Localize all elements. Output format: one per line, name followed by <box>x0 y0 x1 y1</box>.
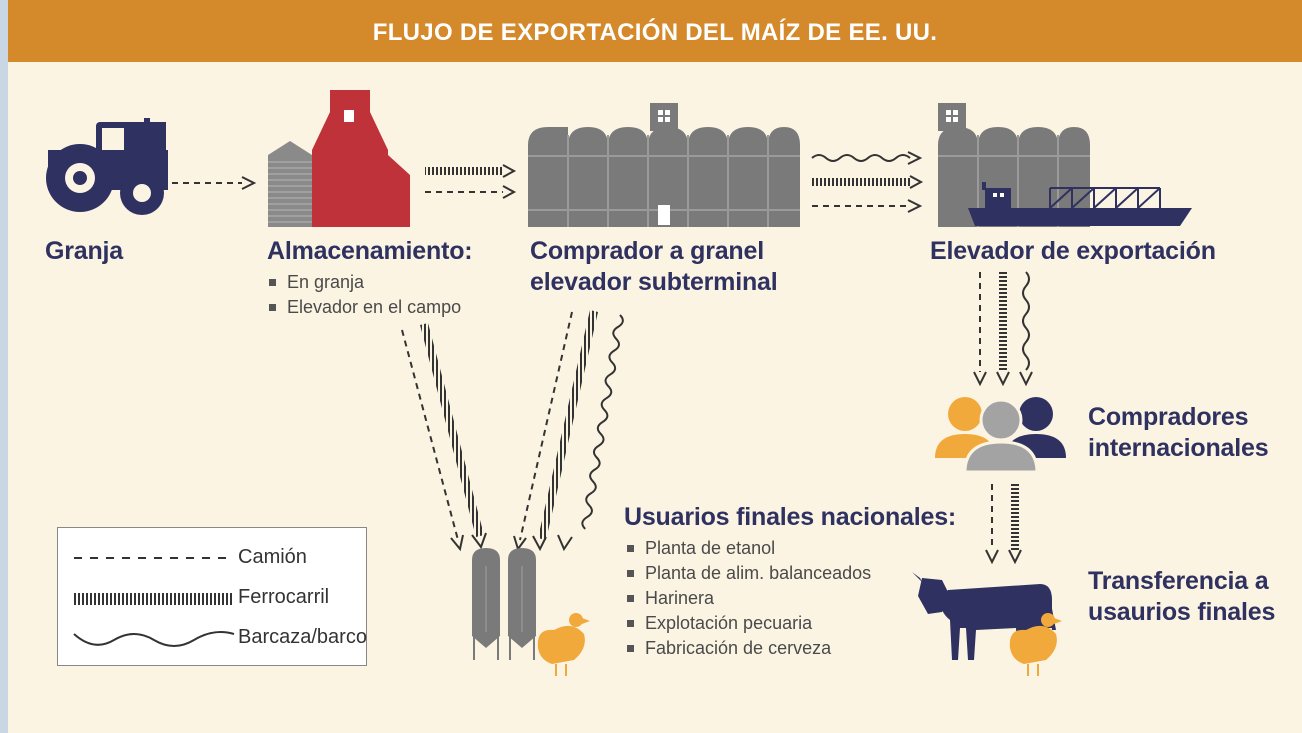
arrow-storage-to-buyer-truck <box>425 185 517 199</box>
domestic-users-label: Usuarios finales nacionales: <box>624 503 957 531</box>
storage-barn-icon <box>268 90 410 227</box>
list-item: Planta de alim. balanceados <box>625 561 871 586</box>
tractor-icon <box>46 118 168 215</box>
arrow-buyer-to-export-truck <box>812 199 923 213</box>
intl-buyers-label-1: Compradores <box>1088 403 1249 431</box>
storage-list: En granja Elevador en el campo <box>267 270 461 320</box>
arrows-storage-to-domestic <box>401 323 487 552</box>
arrows-intl-to-end-users <box>985 484 1022 565</box>
arrow-buyer-to-export-rail <box>812 175 924 189</box>
legend-row-rail: Ferrocarril <box>58 580 366 620</box>
export-elevator-label: Elevador de exportación <box>930 237 1216 265</box>
chicken-icon <box>1009 613 1062 676</box>
end-transfer-label-1: Transferencia a <box>1088 567 1269 595</box>
truck-line-icon <box>74 557 234 559</box>
subterminal-elevator-icon <box>528 103 800 227</box>
legend-barge-label: Barcaza/barco <box>238 626 367 648</box>
legend-row-truck: Camión <box>58 540 366 580</box>
legend: Camión Ferrocarril Barcaza/barco <box>57 527 367 666</box>
bulk-buyer-label-1: Comprador a granel <box>530 237 764 265</box>
list-item: Explotación pecuaria <box>625 611 871 636</box>
domestic-silos-icon <box>472 548 536 660</box>
arrow-farm-to-storage <box>172 176 257 190</box>
ship-icon <box>968 182 1192 226</box>
page-title: FLUJO DE EXPORTACIÓN DEL MAÍZ DE EE. UU. <box>8 0 1302 62</box>
domestic-users-list: Planta de etanol Planta de alim. balance… <box>625 536 871 661</box>
list-item: En granja <box>267 270 461 295</box>
chicken-icon-domestic <box>537 613 590 676</box>
arrow-storage-to-buyer-rail <box>425 164 517 178</box>
list-item: Fabricación de cerveza <box>625 636 871 661</box>
farm-label: Granja <box>45 237 123 265</box>
arrow-buyer-to-export-barge <box>811 151 923 165</box>
barge-line-icon <box>73 631 235 647</box>
legend-truck-label: Camión <box>238 546 307 568</box>
arrows-buyer-to-domestic <box>513 310 624 552</box>
storage-label: Almacenamiento: <box>267 237 473 265</box>
intl-buyers-label-2: internacionales <box>1088 434 1269 462</box>
rail-line-icon <box>74 593 234 605</box>
end-transfer-label-2: usaurios finales <box>1088 598 1276 626</box>
arrows-export-to-intl-buyers <box>973 271 1033 387</box>
list-item: Planta de etanol <box>625 536 871 561</box>
bulk-buyer-label-2: elevador subterminal <box>530 268 778 296</box>
legend-row-barge: Barcaza/barco <box>58 620 367 660</box>
list-item: Harinera <box>625 586 871 611</box>
legend-rail-label: Ferrocarril <box>238 586 330 608</box>
international-buyers-icon <box>935 397 1066 474</box>
list-item: Elevador en el campo <box>267 295 461 320</box>
